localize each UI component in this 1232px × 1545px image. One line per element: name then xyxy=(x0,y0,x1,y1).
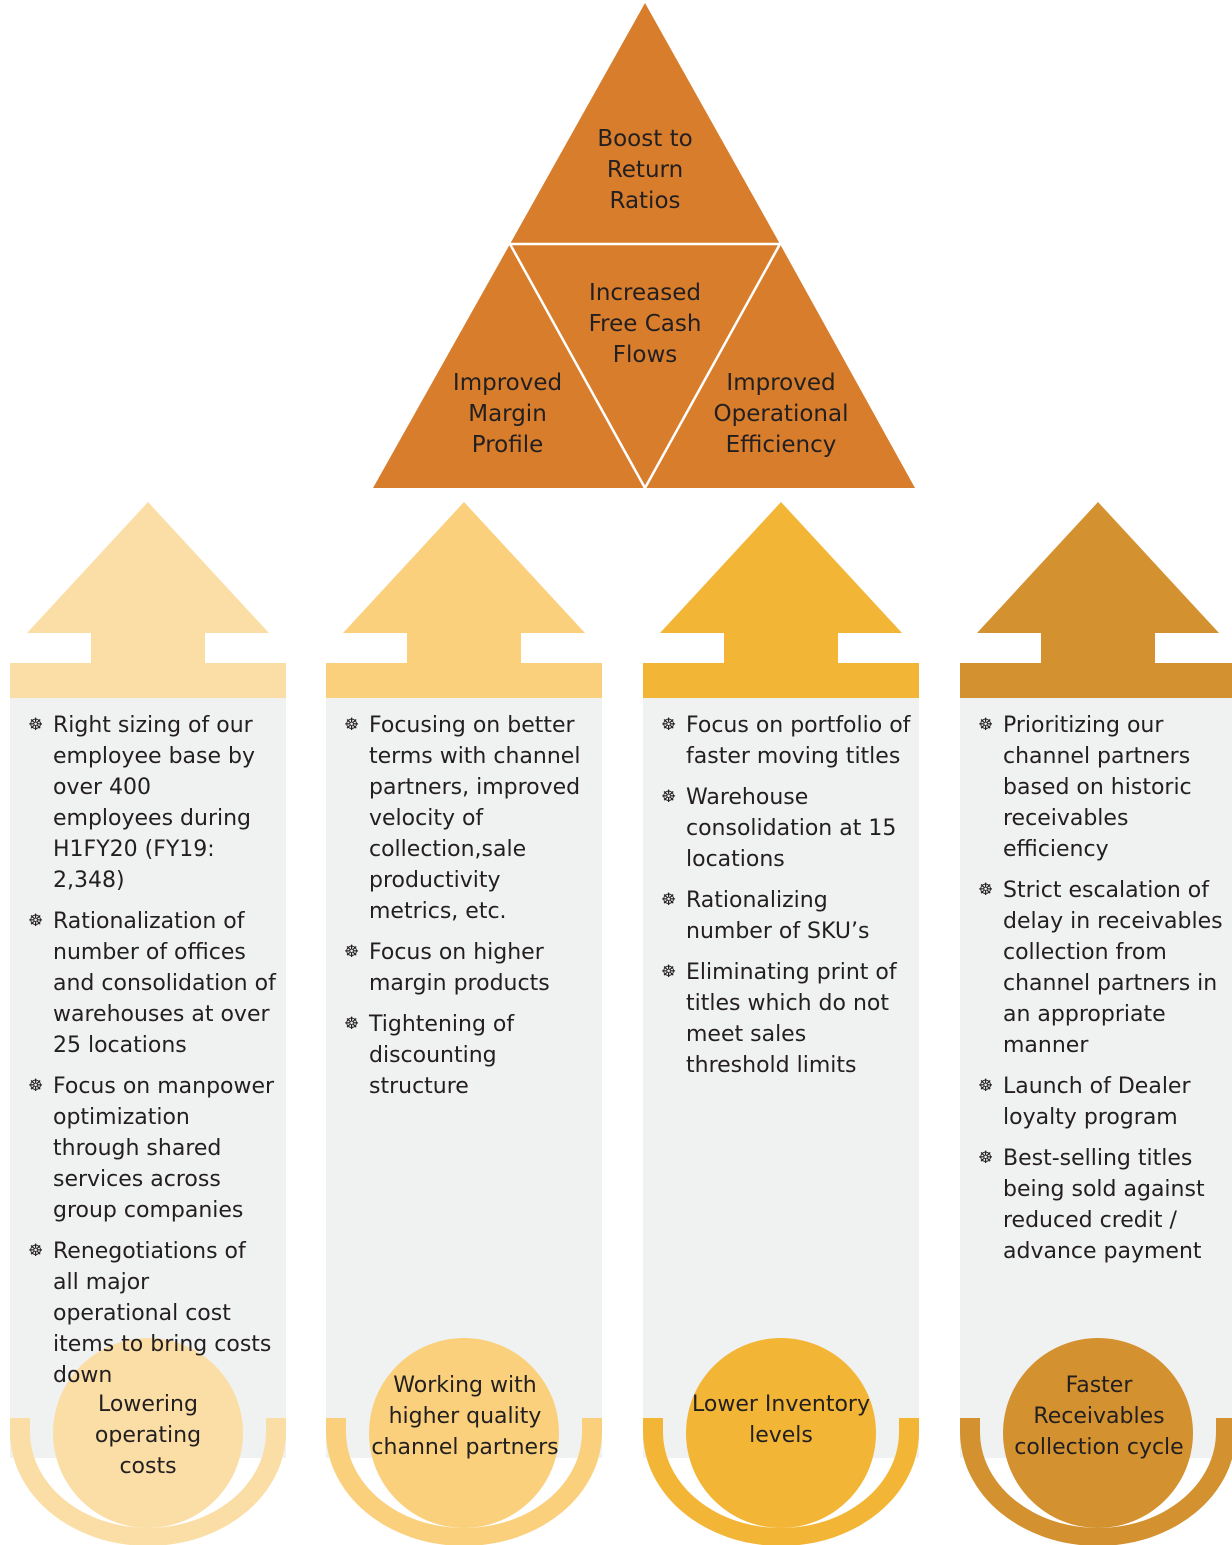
list-item: ☸ Rationalizing number of SKU’s xyxy=(661,885,911,947)
bullet-text: Focus on higher margin products xyxy=(369,940,550,996)
list-item: ☸ Tightening of discounting structure xyxy=(344,1009,594,1102)
up-arrow-head xyxy=(27,502,269,633)
list-item: ☸ Strict escalation of delay in receivabl… xyxy=(978,875,1228,1061)
up-arrow-head xyxy=(660,502,902,633)
bullet-icon: ☸ xyxy=(978,715,994,735)
list-item: ☸ Prioritizing our channel partners based… xyxy=(978,710,1228,865)
bullet-text: Tightening of discounting structure xyxy=(369,1012,515,1099)
bullet-text: Eliminating print of titles which do not… xyxy=(686,960,897,1078)
triangle-center-segment xyxy=(510,244,780,488)
list-item: ☸ Launch of Dealer loyalty program xyxy=(978,1071,1228,1133)
list-item: ☸ Renegotiations of all major operational… xyxy=(28,1236,278,1391)
bullet-icon: ☸ xyxy=(28,1076,44,1096)
column-channel-partners: ☸ Focusing on better terms with channel p… xyxy=(326,0,602,1545)
column-band xyxy=(643,663,919,698)
column-circle xyxy=(53,1338,243,1528)
outcome-triangle xyxy=(373,3,915,489)
bullet-icon: ☸ xyxy=(344,1014,360,1034)
column-inventory: ☸ Focus on portfolio of faster moving tit… xyxy=(643,0,919,1545)
bullet-text: Best-selling titles being sold against r… xyxy=(1003,1146,1205,1264)
triangle-top-segment xyxy=(510,3,780,244)
bullet-icon: ☸ xyxy=(28,1241,44,1261)
up-arrow-stem xyxy=(724,633,838,663)
bullet-icon: ☸ xyxy=(978,1076,994,1096)
column-circle xyxy=(369,1338,559,1528)
bullet-text: Prioritizing our channel partners based … xyxy=(1003,713,1192,862)
triangle-left-segment xyxy=(373,244,645,488)
bullet-text: Rationalizing number of SKU’s xyxy=(686,888,870,944)
triangle-right-label: Improved Operational Efficiency xyxy=(713,370,849,458)
bullet-text: Warehouse consolidation at 15 locations xyxy=(686,785,897,872)
column-circle xyxy=(1003,1338,1193,1528)
bullet-icon: ☸ xyxy=(978,880,994,900)
column-circle xyxy=(686,1338,876,1528)
column-operating-costs: ☸ Right sizing of our employee base by ov… xyxy=(10,0,286,1545)
column-panel xyxy=(960,698,1232,1458)
bullet-text: Strict escalation of delay in receivable… xyxy=(1003,878,1223,1058)
list-item: ☸ Right sizing of our employee base by ov… xyxy=(28,710,278,896)
list-item: ☸ Rationalization of number of offices an… xyxy=(28,906,278,1061)
list-item: ☸ Focus on portfolio of faster moving tit… xyxy=(661,710,911,772)
bullet-text: Focusing on better terms with channel pa… xyxy=(369,713,581,924)
column-graphics xyxy=(10,502,1232,1545)
column-title: Lowering operating costs xyxy=(94,1392,202,1479)
bullet-list: ☸ Focus on portfolio of faster moving tit… xyxy=(661,710,911,1091)
column-base-arc xyxy=(643,1418,919,1545)
triangle-center-label: Increased Free Cash Flows xyxy=(588,280,702,368)
triangle-top-label: Boost to Return Ratios xyxy=(597,126,693,214)
bullet-icon: ☸ xyxy=(344,715,360,735)
bullet-list: ☸ Focusing on better terms with channel p… xyxy=(344,710,594,1112)
bullet-icon: ☸ xyxy=(661,787,677,807)
column-title: Lower Inventory levels xyxy=(692,1392,870,1448)
list-item: ☸ Eliminating print of titles which do no… xyxy=(661,957,911,1081)
list-item: ☸ Warehouse consolidation at 15 locations xyxy=(661,782,911,875)
list-item: ☸ Focus on higher margin products xyxy=(344,937,594,999)
triangle-left-label: Improved Margin Profile xyxy=(452,370,563,458)
bullet-text: Focus on portfolio of faster moving titl… xyxy=(686,713,911,769)
bullet-icon: ☸ xyxy=(661,715,677,735)
list-item: ☸ Focus on manpower optimization through … xyxy=(28,1071,278,1226)
bullet-text: Focus on manpower optimization through s… xyxy=(53,1074,275,1223)
column-band xyxy=(326,663,602,698)
column-panel xyxy=(326,698,602,1458)
up-arrow-head xyxy=(977,502,1219,633)
bullet-icon: ☸ xyxy=(661,962,677,982)
column-receivables: ☸ Prioritizing our channel partners based… xyxy=(960,0,1232,1545)
column-base-arc xyxy=(326,1418,602,1545)
column-base-arc xyxy=(960,1418,1232,1545)
column-title: Faster Receivables collection cycle xyxy=(1014,1373,1184,1460)
bullet-icon: ☸ xyxy=(28,715,44,735)
column-base-arc xyxy=(10,1418,286,1545)
bullet-icon: ☸ xyxy=(28,911,44,931)
column-panel xyxy=(643,698,919,1458)
up-arrow-head xyxy=(343,502,585,633)
column-title: Working with higher quality channel part… xyxy=(371,1373,559,1460)
bullet-text: Renegotiations of all major operational … xyxy=(53,1239,272,1388)
list-item: ☸ Focusing on better terms with channel p… xyxy=(344,710,594,927)
triangle-right-segment xyxy=(645,244,915,488)
bullet-text: Launch of Dealer loyalty program xyxy=(1003,1074,1191,1130)
bullet-icon: ☸ xyxy=(661,890,677,910)
bullet-icon: ☸ xyxy=(978,1148,994,1168)
list-item: ☸ Best-selling titles being sold against … xyxy=(978,1143,1228,1267)
bullet-list: ☸ Right sizing of our employee base by ov… xyxy=(28,710,278,1401)
bullet-icon: ☸ xyxy=(344,942,360,962)
column-band xyxy=(960,663,1232,698)
up-arrow-stem xyxy=(91,633,205,663)
up-arrow-stem xyxy=(407,633,521,663)
up-arrow-stem xyxy=(1041,633,1155,663)
bullet-list: ☸ Prioritizing our channel partners based… xyxy=(978,710,1228,1277)
bullet-text: Right sizing of our employee base by ove… xyxy=(53,713,256,893)
bullet-text: Rationalization of number of offices and… xyxy=(53,909,276,1058)
column-panel xyxy=(10,698,286,1458)
column-band xyxy=(10,663,286,698)
